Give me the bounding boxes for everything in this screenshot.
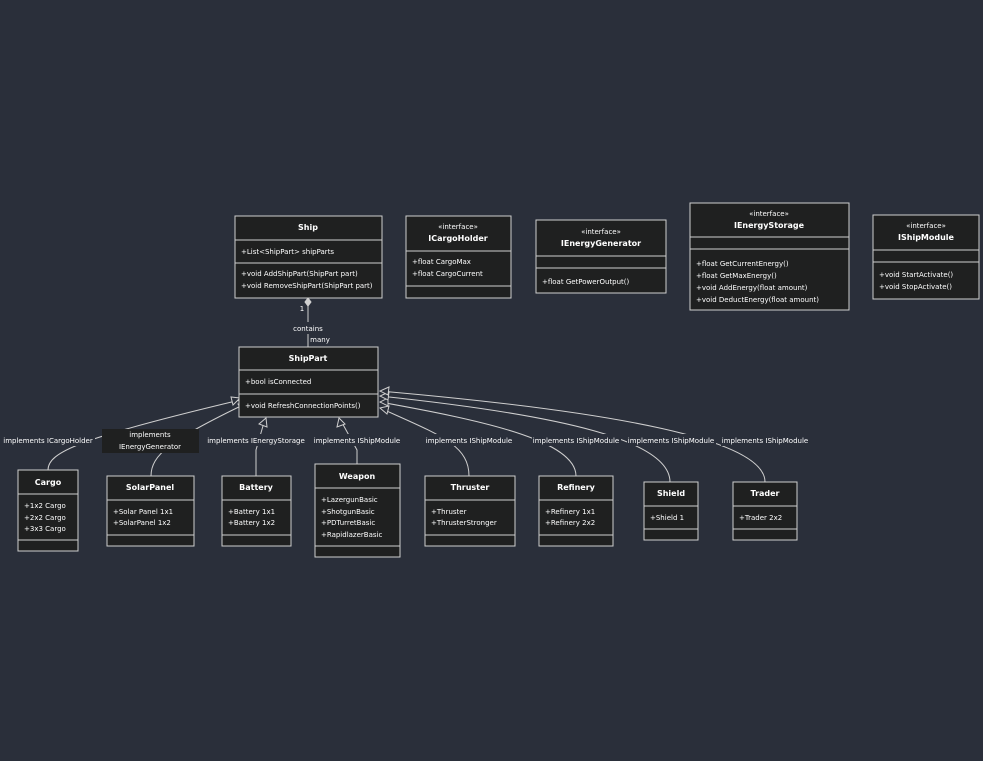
class-attribute: +PDTurretBasic — [321, 519, 375, 527]
class-attribute: +3x3 Cargo — [24, 525, 66, 533]
class-attribute: +List<ShipPart> shipParts — [241, 248, 334, 256]
class-title: ShipPart — [289, 354, 328, 363]
class-thruster[interactable]: Thruster +Thruster +ThrusterStronger — [424, 475, 516, 547]
class-attribute: +2x2 Cargo — [24, 514, 66, 522]
class-attribute: +ShotgunBasic — [321, 508, 375, 516]
class-weapon[interactable]: Weapon +LazergunBasic +ShotgunBasic +PDT… — [314, 463, 401, 558]
class-title: IEnergyStorage — [734, 221, 805, 230]
class-method: +void StartActivate() — [879, 271, 953, 279]
label-battery: implements IEnergyStorage — [207, 437, 305, 445]
edge-weapon — [339, 418, 358, 464]
class-attribute: +LazergunBasic — [321, 496, 378, 504]
edge-refinery — [379, 401, 577, 477]
class-attribute: +Shield 1 — [650, 514, 684, 522]
class-attribute: +Battery 1x2 — [228, 519, 275, 527]
class-method: +void RefreshConnectionPoints() — [245, 402, 361, 410]
label-cargo: implements ICargoHolder — [3, 437, 93, 445]
class-method: +float GetPowerOutput() — [542, 278, 630, 286]
composition-source-multiplicity: 1 — [300, 305, 304, 313]
class-attribute: +ThrusterStronger — [431, 519, 497, 527]
class-method: +void StopActivate() — [879, 283, 952, 291]
arrowhead-refinery — [378, 397, 389, 407]
class-stereotype: «interface» — [438, 223, 478, 231]
class-title: Weapon — [339, 472, 376, 481]
label-refinery: implements IShipModule — [533, 437, 619, 445]
class-attribute: +Solar Panel 1x1 — [113, 508, 173, 516]
class-title: IEnergyGenerator — [561, 239, 641, 248]
edge-battery — [255, 418, 266, 476]
label-thruster: implements IShipModule — [426, 437, 512, 445]
class-refinery[interactable]: Refinery +Refinery 1x1 +Refinery 2x2 — [538, 475, 614, 547]
label-solarpanel-line1: implements — [129, 431, 171, 439]
edge-labels: contains 1 many implements ICargoHolder … — [3, 305, 810, 453]
interface-ienergystorage[interactable]: «interface» IEnergyStorage +float GetCur… — [689, 202, 850, 311]
class-method: +void DeductEnergy(float amount) — [696, 296, 819, 304]
arrowhead-weapon — [336, 417, 346, 428]
composition-diamond — [304, 297, 312, 307]
class-method: +float GetCurrentEnergy() — [696, 260, 789, 268]
arrowhead-cargo — [230, 396, 242, 406]
class-attribute: +Battery 1x1 — [228, 508, 275, 516]
class-method: +void RemoveShipPart(ShipPart part) — [241, 282, 373, 290]
class-title: Battery — [239, 483, 274, 492]
class-stereotype: «interface» — [749, 210, 789, 218]
class-title: Shield — [657, 489, 685, 498]
class-attribute: +Trader 2x2 — [739, 514, 782, 522]
class-title: Refinery — [557, 483, 596, 492]
interface-ienergygenerator[interactable]: «interface» IEnergyGenerator +float GetP… — [535, 219, 667, 294]
class-title: Cargo — [35, 478, 62, 487]
class-cargo[interactable]: Cargo +1x2 Cargo +2x2 Cargo +3x3 Cargo — [17, 469, 79, 552]
class-attribute: +Refinery 1x1 — [545, 508, 595, 516]
class-shippart[interactable]: ShipPart +bool isConnected +void Refresh… — [238, 346, 379, 418]
composition-label: contains — [293, 325, 323, 333]
class-attribute: +RapidlazerBasic — [321, 531, 382, 539]
edges — [47, 297, 766, 483]
class-title: SolarPanel — [126, 483, 175, 492]
class-attribute: +float CargoMax — [412, 258, 471, 266]
class-attribute: +1x2 Cargo — [24, 502, 66, 510]
class-method: +void AddEnergy(float amount) — [696, 284, 808, 292]
class-method: +void AddShipPart(ShipPart part) — [241, 270, 358, 278]
composition-target-multiplicity: many — [310, 336, 330, 344]
class-attribute: +Thruster — [431, 508, 467, 516]
edge-shield — [379, 395, 671, 483]
class-method: +float GetMaxEnergy() — [696, 272, 777, 280]
label-solarpanel-line2: IEnergyGenerator — [119, 443, 181, 451]
class-title: Thruster — [451, 483, 490, 492]
edge-trader — [379, 390, 766, 483]
class-attribute: +Refinery 2x2 — [545, 519, 595, 527]
interface-icargoholder[interactable]: «interface» ICargoHolder +float CargoMax… — [405, 215, 512, 299]
class-title: Trader — [750, 489, 779, 498]
arrowhead-thruster — [378, 405, 390, 415]
class-attribute: +bool isConnected — [245, 378, 311, 386]
label-shield: implements IShipModule — [628, 437, 714, 445]
class-title: ICargoHolder — [428, 234, 488, 243]
arrowhead-battery — [258, 417, 268, 428]
class-trader[interactable]: Trader +Trader 2x2 — [732, 481, 798, 541]
arrowhead-trader — [378, 386, 390, 396]
class-title: IShipModule — [898, 233, 955, 242]
interface-ishipmodule[interactable]: «interface» IShipModule +void StartActiv… — [872, 214, 980, 300]
class-stereotype: «interface» — [906, 222, 946, 230]
label-weapon: implements IShipModule — [314, 437, 400, 445]
class-shield[interactable]: Shield +Shield 1 — [643, 481, 699, 541]
class-title: Ship — [298, 223, 318, 232]
class-attribute: +float CargoCurrent — [412, 270, 483, 278]
label-trader: implements IShipModule — [722, 437, 808, 445]
class-battery[interactable]: Battery +Battery 1x1 +Battery 1x2 — [221, 475, 292, 547]
class-solarpanel[interactable]: SolarPanel +Solar Panel 1x1 +SolarPanel … — [106, 475, 195, 547]
class-stereotype: «interface» — [581, 228, 621, 236]
class-attribute: +SolarPanel 1x2 — [113, 519, 171, 527]
class-ship[interactable]: Ship +List<ShipPart> shipParts +void Add… — [234, 215, 383, 299]
